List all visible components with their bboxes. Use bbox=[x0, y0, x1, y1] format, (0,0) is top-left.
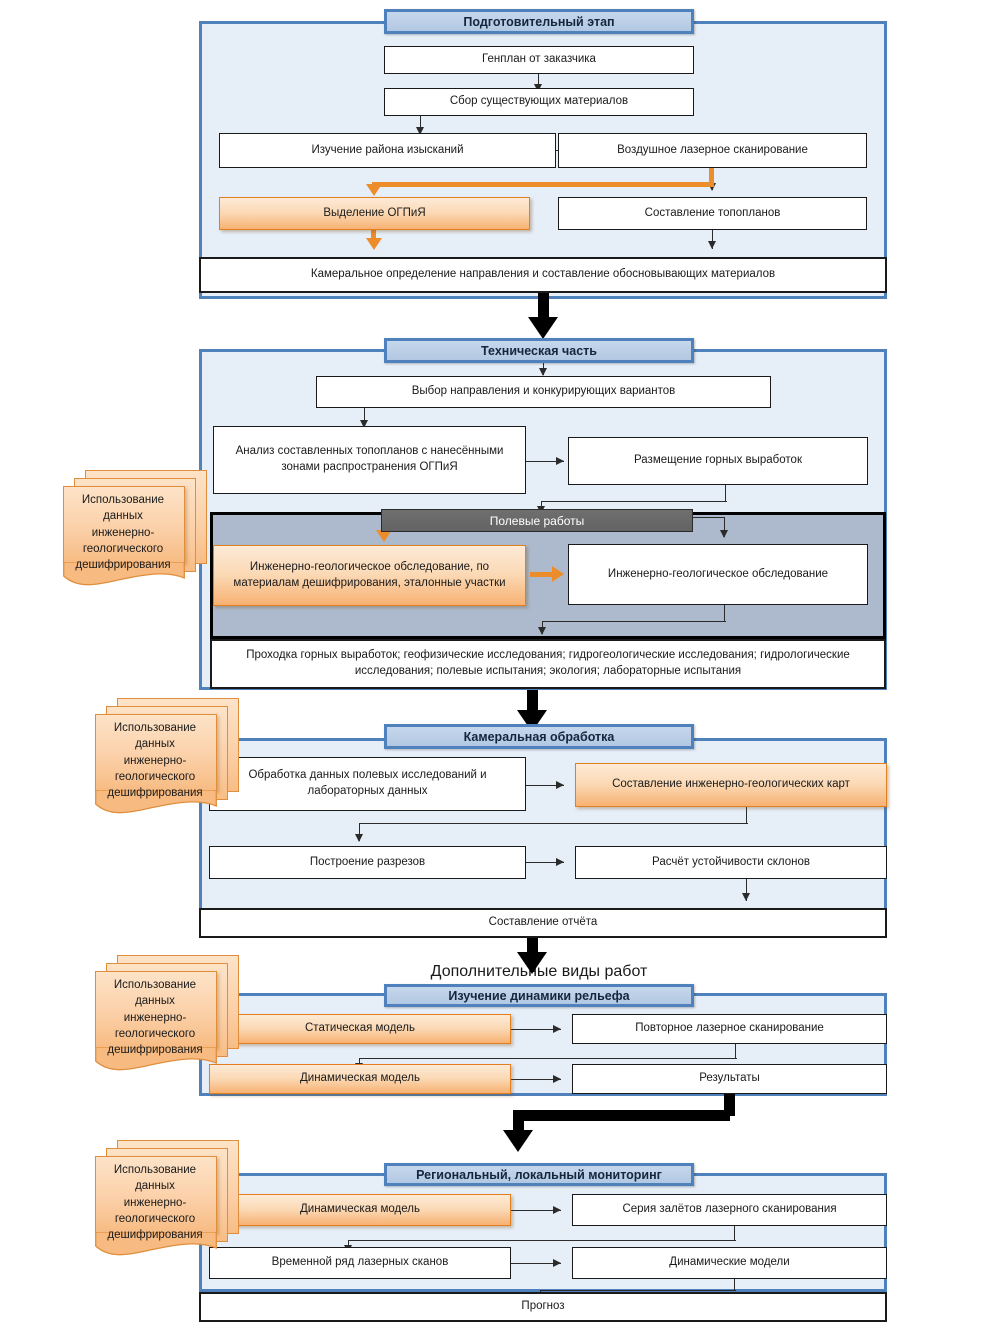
stage-title-technical: Техническая часть bbox=[384, 338, 694, 363]
node-field-works: Полевые работы bbox=[381, 509, 693, 532]
node-static-model[interactable]: Статическая модель bbox=[209, 1014, 511, 1044]
node-lidar-series[interactable]: Серия залётов лазерного сканирования bbox=[572, 1194, 887, 1226]
stage-title-relief-dynamics: Изучение динамики рельефа bbox=[384, 984, 694, 1007]
note-text: Использование данных инженерно- геологич… bbox=[107, 722, 203, 800]
orange-connector-vertical bbox=[709, 168, 714, 187]
node-dynamic-model-2[interactable]: Динамическая модель bbox=[209, 1194, 511, 1226]
stage-arrow-3 bbox=[527, 938, 538, 956]
note-decoding-data-technical: Использование данных инженерно- геологич… bbox=[63, 470, 207, 586]
node-airborne-lidar[interactable]: Воздушное лазерное сканирование bbox=[558, 133, 867, 168]
stage-arrow-4-vertical-right bbox=[724, 1094, 735, 1116]
node-ogpia[interactable]: Выделение ОГПиЯ bbox=[219, 197, 530, 230]
node-geo-maps[interactable]: Составление инженерно-геологических карт bbox=[575, 763, 887, 807]
node-process-data[interactable]: Обработка данных полевых исследований и … bbox=[209, 757, 526, 811]
node-scan-timeseries[interactable]: Временной ряд лазерных сканов bbox=[209, 1247, 511, 1279]
node-genplan[interactable]: Генплан от заказчика bbox=[384, 46, 694, 74]
orange-arrowhead-down bbox=[366, 184, 382, 196]
node-office-direction[interactable]: Камеральное определение направления и со… bbox=[199, 257, 887, 293]
note-text: Использование данных инженерно- геологич… bbox=[107, 1164, 203, 1242]
node-forecast[interactable]: Прогноз bbox=[199, 1292, 887, 1322]
note-text: Использование данных инженерно- геологич… bbox=[75, 494, 171, 572]
node-works-list[interactable]: Проходка горных выработок; геофизические… bbox=[210, 639, 886, 689]
note-decoding-data-relief: Использование данных инженерно- геологич… bbox=[95, 955, 239, 1071]
note-decoding-data-monitoring: Использование данных инженерно- геологич… bbox=[95, 1140, 239, 1256]
node-collect-materials[interactable]: Сбор существующих материалов bbox=[384, 88, 694, 116]
node-repeat-lidar[interactable]: Повторное лазерное сканирование bbox=[572, 1014, 887, 1044]
stage-arrow-4-vertical-left bbox=[513, 1110, 524, 1134]
stage-title-monitoring: Региональный, локальный мониторинг bbox=[384, 1163, 694, 1186]
node-topoplans[interactable]: Составление топопланов bbox=[558, 197, 867, 230]
node-survey-decoded[interactable]: Инженерно-геологическое обследование, по… bbox=[213, 545, 526, 606]
node-results[interactable]: Результаты bbox=[572, 1064, 887, 1094]
node-survey[interactable]: Инженерно-геологическое обследование bbox=[568, 544, 868, 605]
node-analysis[interactable]: Анализ составленных топопланов с нанесён… bbox=[213, 426, 526, 494]
node-dynamic-models[interactable]: Динамические модели bbox=[572, 1247, 887, 1279]
stage-arrow-1 bbox=[538, 293, 549, 321]
node-report[interactable]: Составление отчёта bbox=[199, 908, 887, 938]
node-direction-choice[interactable]: Выбор направления и конкурирующих вариан… bbox=[316, 376, 771, 408]
orange-connector-horizontal bbox=[372, 182, 714, 187]
stage-title-preparatory: Подготовительный этап bbox=[384, 9, 694, 34]
node-dynamic-model[interactable]: Динамическая модель bbox=[209, 1064, 511, 1094]
node-sections[interactable]: Построение разрезов bbox=[209, 846, 526, 879]
note-text: Использование данных инженерно- геологич… bbox=[107, 979, 203, 1057]
node-study-area[interactable]: Изучение района изысканий bbox=[219, 133, 556, 168]
stage-arrow-2 bbox=[527, 690, 538, 714]
stage-title-office-processing: Камеральная обработка bbox=[384, 724, 694, 749]
note-decoding-data-office: Использование данных инженерно- геологич… bbox=[95, 698, 239, 814]
stage-arrow-4-horizontal bbox=[513, 1110, 730, 1121]
node-mine-placement[interactable]: Размещение горных выработок bbox=[568, 437, 868, 485]
node-slope-stability[interactable]: Расчёт устойчивости склонов bbox=[575, 846, 887, 879]
